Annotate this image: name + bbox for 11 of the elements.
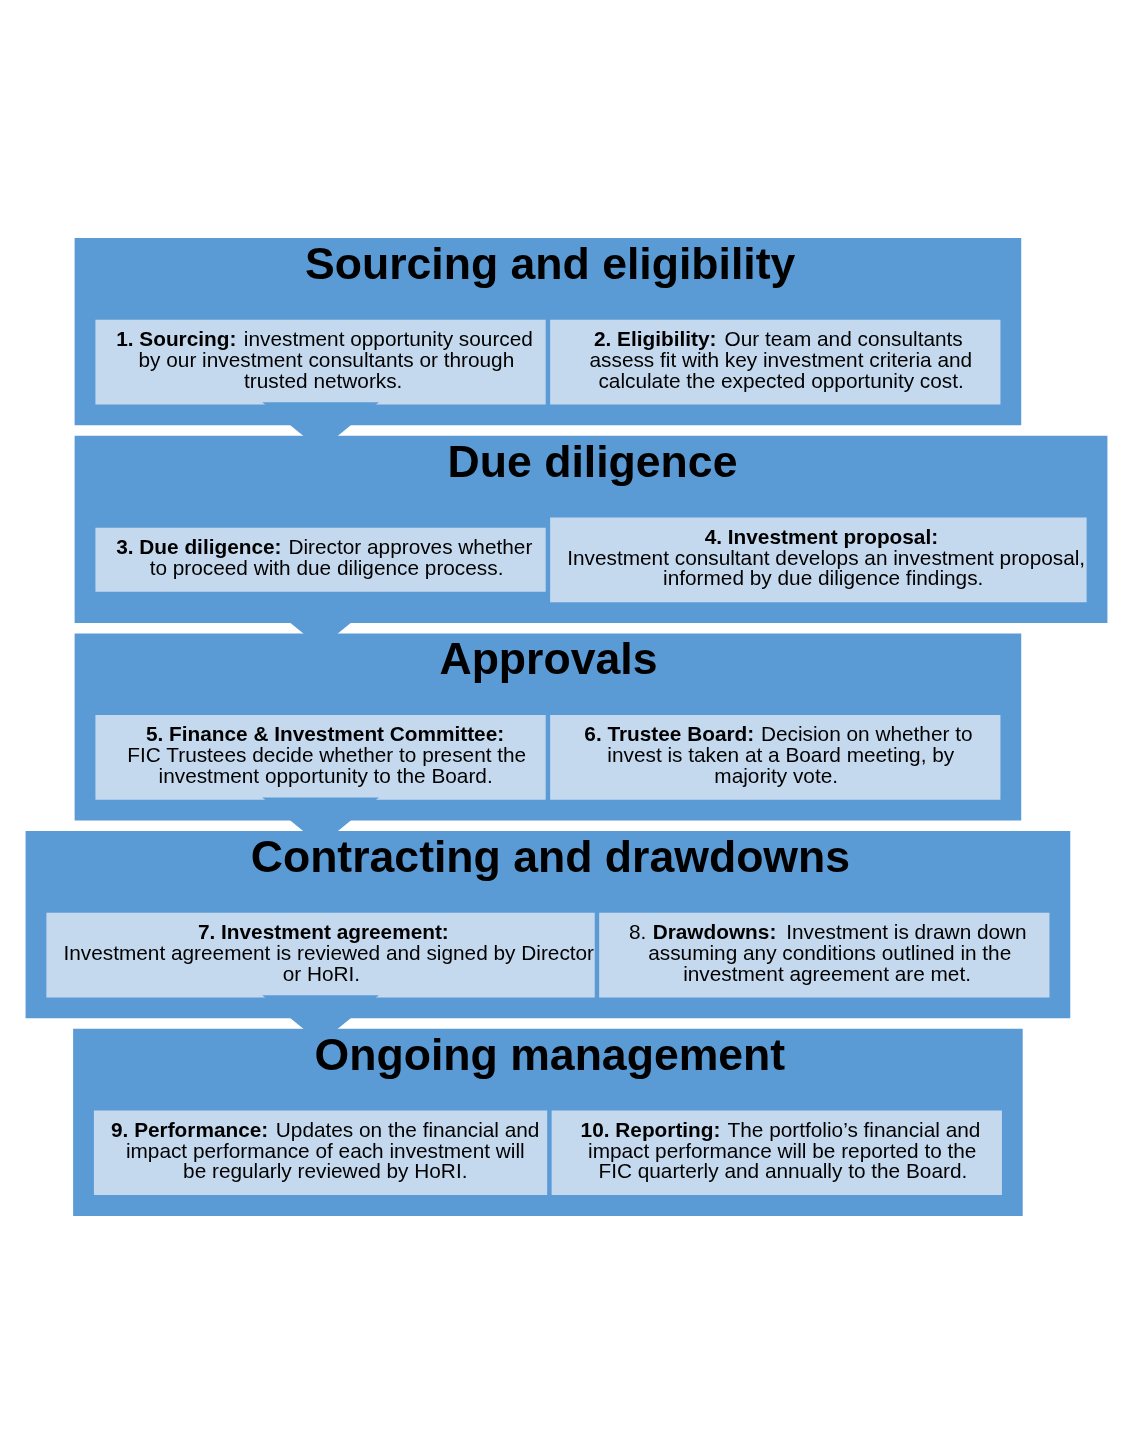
node-box: 7. Investment agreement: Investment agreement is reviewed and signed by Director or HoRI. <box>46 912 595 998</box>
node-box: 6. Trustee Board: Decision on whether to invest is taken at a Board meeting, by majority vote. <box>550 715 1001 800</box>
node-box: 3. Due diligence: Director approves whether to proceed with due diligence process. <box>95 527 546 592</box>
node-box: 9. Performance: Updates on the financial and impact performance of each investment will be regularly reviewed by HoRI. <box>93 1110 548 1196</box>
node-box: 1. Sourcing: investment opportunity sourced by our investment consultants or through trusted networks. <box>95 319 546 405</box>
node-box: 4. Investment proposal: Investment consultant develops an investment proposal, informed by due diligence findings. <box>550 517 1087 603</box>
arrow <box>262 995 379 1043</box>
node-box: 8. Drawdowns: Investment is drawn down assuming any conditions outlined in the investment agreement are met. <box>599 912 1050 998</box>
node-box: 5. Finance & Investment Committee: FIC Trustees decide whether to present the investment opportunity to the Board. <box>95 715 546 800</box>
node-box: 10. Reporting: The portfolio’s financial and impact performance will be reported to the FIC quarterly and annually to the Board. <box>551 1110 1002 1196</box>
node-box: 2. Eligibility: Our team and consultants assess fit with key investment criteria and calculate the expected opportunity cost. <box>550 319 1001 405</box>
